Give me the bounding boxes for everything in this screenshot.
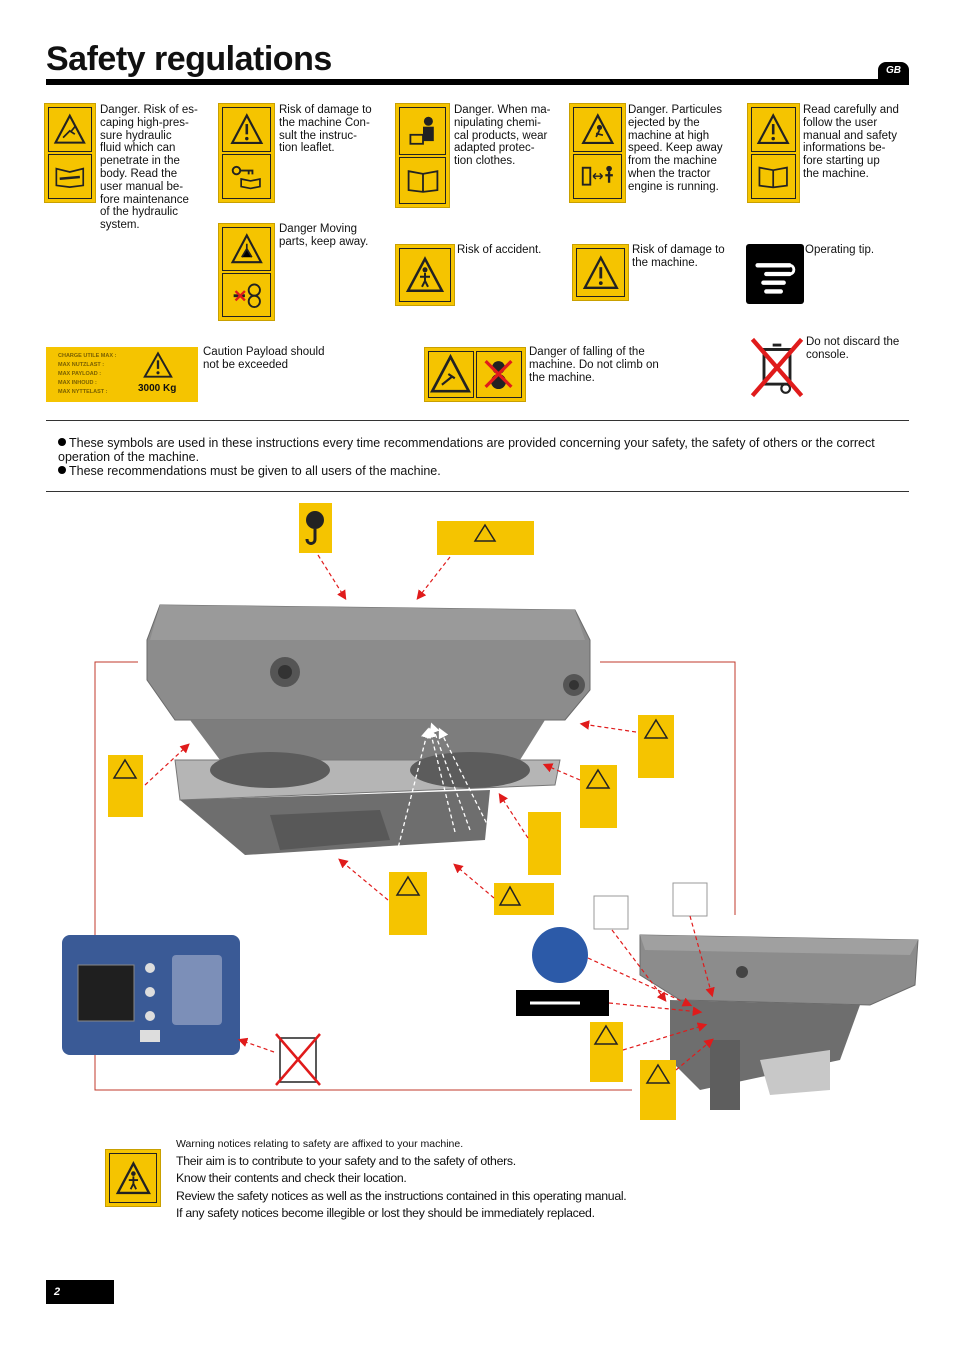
- ejected-particles-icon: [573, 107, 622, 152]
- spreader-machine: [146, 604, 591, 855]
- read-manual-thumbnail: [590, 1022, 623, 1082]
- lift-points-label: [672, 882, 708, 917]
- chemical-caption: Danger. When ma- nipulating chemi- cal p…: [454, 104, 551, 168]
- particles-caption: Danger. Particules ejected by the machin…: [628, 104, 723, 193]
- moving-parts-caption: Danger Moving parts, keep away.: [279, 223, 369, 248]
- bullet-text: These recommendations must be given to a…: [69, 464, 441, 478]
- payload-line: CHARGE UTILE MAX :: [58, 353, 117, 359]
- bullet-item: These symbols are used in these instruct…: [58, 436, 903, 464]
- spreader-machine-rear: [639, 934, 919, 1110]
- discard-caption: Do not discard the console.: [806, 336, 900, 361]
- payload-line: MAX PAYLOAD :: [58, 371, 102, 377]
- footer-line: If any safety notices become illegible o…: [176, 1206, 595, 1220]
- falling-sign: [424, 347, 526, 402]
- open-book-icon: [399, 156, 446, 204]
- frame-line: [94, 661, 632, 1091]
- chemical-thumbnail: [528, 812, 561, 875]
- keep-distance-icon: [573, 154, 622, 199]
- person-danger-icon: [399, 248, 451, 302]
- key-manual-icon: [222, 154, 271, 199]
- certification-disc: [532, 927, 588, 983]
- rotating-parts-icon: [222, 273, 271, 317]
- label-thumbnails: [108, 503, 708, 1120]
- hydraulic-thumbnail: [640, 1060, 676, 1120]
- warning-triangle-icon: [143, 351, 173, 378]
- payload-line: MAX NYTTELAST :: [58, 389, 108, 395]
- falling-caption: Danger of falling of the machine. Do not…: [529, 346, 659, 384]
- warning-triangle-icon: [751, 107, 796, 152]
- accident-sign: [395, 244, 455, 306]
- page-title: Safety regulations: [46, 40, 332, 78]
- machine-sign-locations-diagram: [62, 503, 919, 1120]
- payload-value: 3000 Kg: [138, 383, 177, 394]
- title-rule: [46, 79, 909, 85]
- chemical-sign: [395, 103, 450, 208]
- hand-entanglement-icon: [222, 227, 271, 271]
- falling-person-icon: [428, 351, 474, 398]
- payload-caption: Caution Payload should not be exceeded: [203, 346, 325, 371]
- section-divider: [46, 420, 909, 421]
- warning-triangle-icon: [576, 248, 625, 297]
- control-console: [62, 935, 240, 1055]
- footer-note: Warning notices relating to safety are a…: [176, 1138, 464, 1150]
- open-book-icon: [751, 154, 796, 199]
- operating-tip-icon: [746, 244, 804, 304]
- person-danger-icon: [109, 1153, 157, 1203]
- accident-sign-footer: [105, 1149, 161, 1207]
- damage-consult-thumbnail: [638, 715, 674, 778]
- footer-line: Know their contents and check their loca…: [176, 1171, 407, 1185]
- bullet-item: These recommendations must be given to a…: [58, 464, 903, 478]
- page-number: 2: [46, 1280, 114, 1304]
- warning-triangle-icon: [222, 107, 271, 152]
- crossed-bin-icon: [748, 335, 806, 400]
- bullet-text: These symbols are used in these instruct…: [58, 436, 875, 464]
- payload-plate: CHARGE UTILE MAX : MAX NUTZLAST : MAX PA…: [46, 347, 198, 402]
- hydraulic-warning-sign: [44, 103, 96, 203]
- damage-consult-thumbnail: [108, 755, 143, 817]
- particles-thumbnail: [580, 765, 617, 828]
- damage-consult-sign: [218, 103, 275, 203]
- damage-sign: [572, 244, 629, 301]
- no-climb-icon: [476, 351, 522, 398]
- operating-tip-caption: Operating tip.: [805, 244, 875, 256]
- particles-sign: [569, 103, 626, 203]
- payload-line: MAX NUTZLAST :: [58, 362, 105, 368]
- hydraulic-spray-icon: [48, 107, 92, 152]
- moving-parts-sign: [218, 223, 275, 321]
- accident-caption: Risk of accident.: [457, 244, 542, 256]
- language-tab: GB: [878, 62, 909, 79]
- payload-line: MAX INHOUD :: [58, 380, 97, 386]
- section-divider: [46, 491, 909, 492]
- footer-line: Their aim is to contribute to your safet…: [176, 1154, 516, 1168]
- protective-clothing-icon: [399, 107, 446, 155]
- manual-wrench-icon: [48, 154, 92, 199]
- damage-caption: Risk of damage to the machine.: [632, 244, 725, 269]
- rotation-label: [593, 895, 629, 930]
- hydraulic-caption: Danger. Risk of es- caping high-pres- su…: [100, 104, 198, 232]
- damage-consult-caption: Risk of damage to the machine Con- sult …: [279, 104, 372, 155]
- read-manual-caption: Read carefully and follow the user manua…: [803, 104, 899, 180]
- footer-line: Review the safety notices as well as the…: [176, 1189, 627, 1203]
- frame-line: [600, 661, 736, 915]
- read-manual-sign: [747, 103, 800, 203]
- moving-parts-thumbnail: [389, 872, 427, 935]
